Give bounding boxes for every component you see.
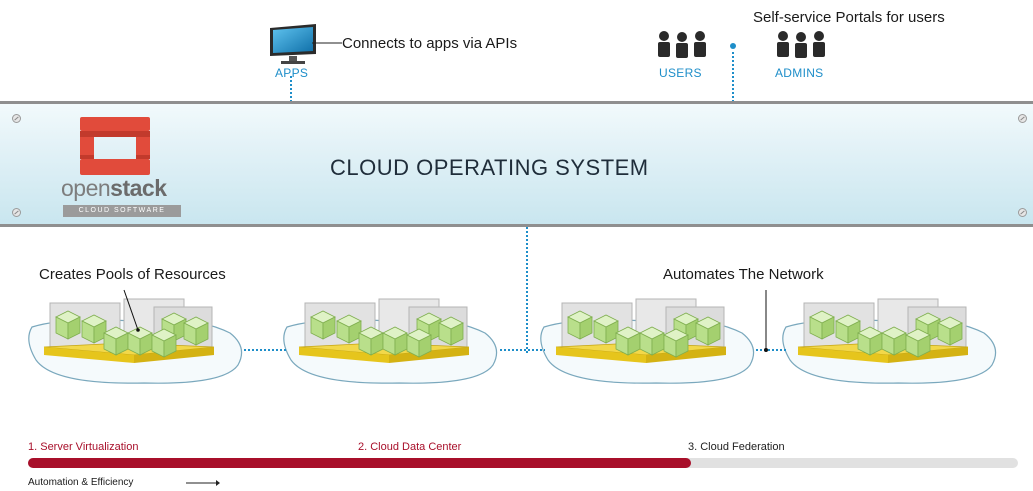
resource-cluster bbox=[284, 299, 497, 383]
axis-caption: Automation & Efficiency bbox=[28, 477, 133, 488]
stage-label-3: 3. Cloud Federation bbox=[688, 441, 785, 453]
screw-icon bbox=[1018, 114, 1027, 123]
stage-label-1: 1. Server Virtualization bbox=[28, 441, 139, 453]
logo-word-stack: stack bbox=[110, 175, 167, 201]
resource-cluster bbox=[541, 299, 754, 383]
stage-label-2: 2. Cloud Data Center bbox=[358, 441, 462, 453]
band-to-resources-dotted-link bbox=[526, 227, 528, 353]
pools-caption: Creates Pools of Resources bbox=[39, 266, 226, 283]
screw-icon bbox=[12, 114, 21, 123]
axis-caption-text: Automation & Efficiency bbox=[28, 477, 134, 488]
apps-dotted-link bbox=[290, 76, 292, 102]
cloud-os-title: CLOUD OPERATING SYSTEM bbox=[330, 155, 649, 180]
users-label: USERS bbox=[659, 66, 702, 80]
monitor-icon bbox=[270, 24, 316, 64]
logo-subtitle: CLOUD SOFTWARE bbox=[63, 205, 181, 217]
apps-caption: Connects to apps via APIs bbox=[342, 35, 518, 52]
screw-icon bbox=[12, 208, 21, 217]
resource-cluster bbox=[783, 299, 996, 383]
openstack-logo-icon bbox=[80, 117, 150, 175]
progress-track bbox=[28, 458, 1018, 468]
people-group-icon bbox=[658, 31, 706, 58]
apps-label: APPS bbox=[275, 66, 309, 80]
people-group-icon bbox=[777, 31, 825, 58]
screw-icon bbox=[1018, 208, 1027, 217]
resource-pools-graphic bbox=[0, 289, 1033, 395]
apps-connector-line bbox=[312, 42, 342, 44]
admins-label: ADMINS bbox=[775, 66, 824, 80]
arrow-right-icon bbox=[186, 480, 220, 486]
logo-word-open: open bbox=[61, 175, 111, 201]
resource-cluster bbox=[29, 299, 242, 383]
network-caption: Automates The Network bbox=[663, 266, 824, 283]
portals-dotted-link bbox=[730, 43, 736, 102]
portals-caption: Self-service Portals for users bbox=[753, 9, 945, 26]
progress-fill bbox=[28, 458, 692, 468]
openstack-logo-text: openstack bbox=[61, 175, 167, 202]
